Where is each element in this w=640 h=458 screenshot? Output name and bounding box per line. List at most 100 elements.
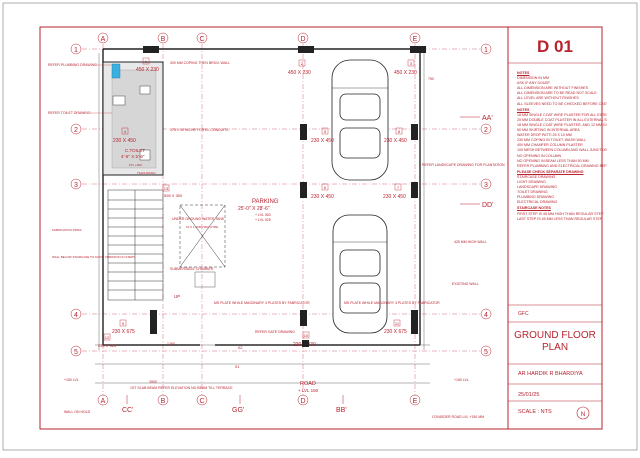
note-landscape: REFER LANDSCAPE DRAWING FOR PLANTATION <box>422 163 505 167</box>
drawing-date: 25/01/25 <box>518 392 540 398</box>
notes-panel: NOTES DIMENSION IN MM ASK IF ANY DOUBT A… <box>517 70 607 222</box>
structural-columns <box>143 46 426 347</box>
toilet-ftl: FTL +300 <box>129 163 142 167</box>
note-line: 400 MM CHAMFER COLUMN PLASTER <box>517 143 583 148</box>
grid-col-label: A <box>101 36 106 43</box>
column-tag-num: 11 <box>395 321 400 326</box>
column-tag-size: 230 X 675 <box>384 329 407 335</box>
architect-name: AR HARDIK R BHARDIYA <box>518 371 583 377</box>
grid-col-label: E <box>413 398 418 405</box>
dim-750: 750 <box>428 77 434 81</box>
note-line: 18 MM SINGLE COAT WIRE PLASTER, AND 12 M… <box>517 122 607 127</box>
staircase[interactable] <box>107 189 164 301</box>
column-tag-num: 7 <box>397 185 400 190</box>
column-tag-size: 230 X 450 <box>383 194 406 200</box>
note-ms-plate-left: MS PLATE WHILE MASONARY 3 PLATES BY FABR… <box>214 301 310 305</box>
dim-1290: 1290 <box>167 342 175 346</box>
note-line: LAST STEP IS 45 MM LESS THAN REGULAR STE… <box>517 216 603 221</box>
note-line: DIMENSION IN MM <box>517 76 549 81</box>
notes-heading: STAIRCASE NOTES <box>517 206 551 211</box>
note-refer-plumbing: REFER PLUMBING DRAWING <box>48 63 97 67</box>
column-tag-size: 230 X 450 <box>113 138 136 144</box>
column-tag-num: 3 <box>410 61 413 66</box>
column-tag-size: 230 X 675 <box>112 329 135 335</box>
section-marker-bb: BB' <box>336 407 347 414</box>
column-tag-size: 450 X 230 <box>136 67 159 73</box>
note-refer-toilet: REFER TOILET DRAWING <box>48 111 91 115</box>
note-line: ALL LEVEL ARE WITHOUT FINISHES <box>517 96 579 101</box>
note-ms-plate-mid: MS PLATE WHILE MASONARY 3 PLATES BY FABR… <box>344 301 440 305</box>
grid-row-label: 4 <box>74 312 78 319</box>
stair-up-label: UP <box>174 294 180 299</box>
column-tag-size: 595 X 300 <box>164 193 183 198</box>
submersible-label: SUBMERSIBLE CHAMBER <box>170 267 214 271</box>
grid-row-label: 2 <box>484 127 488 134</box>
column-tag-num: 12 <box>105 335 110 340</box>
note-line: 25 MM DOUBLE COAT PLASTER IN ALL EXTERNA… <box>517 117 607 122</box>
underground-water-tank <box>179 204 226 268</box>
note-line: NO OPENING IN COLUMN <box>517 153 562 158</box>
grid-row-bubbles-left: 1 2 3 4 5 <box>70 43 82 357</box>
note-lvl-left: +150 LVL <box>64 378 79 382</box>
grid-row-label: 1 <box>484 47 488 54</box>
note-fabrication: FABRICATION PIPES <box>52 228 81 232</box>
note-line: TOILET DRAWING <box>517 190 548 195</box>
wc-fixture <box>112 95 126 106</box>
washbasin-fixture <box>139 85 151 95</box>
car-bottom <box>332 214 388 334</box>
note-line: ALL DIMENSION ARE WITHOUT FINISHES <box>517 86 589 91</box>
note-gate: REFER GATE DRAWING <box>255 330 295 334</box>
grid-col-label: D <box>300 36 305 43</box>
column-tag-size: 230 X 450 <box>384 138 407 144</box>
grid-col-label: B <box>161 398 166 405</box>
note-slab-ref: 1ST SLAB BEAM REFER ELEVATION NO BEAM TI… <box>130 386 233 390</box>
column-tag-num: 9 <box>122 321 125 326</box>
column-tag-num: 13 <box>164 186 169 191</box>
north-arrow-icon <box>576 406 590 420</box>
parking-name: PARKING <box>252 199 279 205</box>
column-tag-size: 230 X 450 <box>311 138 334 144</box>
grid-row-label: 3 <box>74 182 78 189</box>
dim-02: 02 <box>238 345 243 350</box>
car-top <box>331 59 389 181</box>
grid-row-label: 5 <box>484 349 488 356</box>
column-tag-num: 10 <box>304 333 309 338</box>
dim-01: 01 <box>235 364 240 369</box>
note-line: ASK IF ANY DOUBT <box>517 81 551 86</box>
tiles-drain: TILES DRAIN <box>137 171 156 175</box>
parking-size: 25'-0" X 28'-6" <box>238 206 270 212</box>
grid-row-label: 3 <box>484 182 488 189</box>
notes-heading: NOTES <box>517 107 530 112</box>
column-tag-size: 230 X 325 <box>98 343 117 348</box>
note-line: 18 MM SINGLE COAT WIRE PLASTER FOR ALL E… <box>517 112 607 117</box>
column-tag-num: 2 <box>301 61 304 66</box>
column-tag-num: 1 <box>145 59 148 64</box>
note-line: FIRST STEP IS 45 MM HIGH THAN REGULAR ST… <box>517 211 604 216</box>
road-label: ROAD <box>300 381 316 387</box>
column-tag-num: 8 <box>398 129 401 134</box>
grid-row-label: 2 <box>74 127 78 134</box>
note-wall-below: WALL BELOW STAIRCASE TO AVOID VIBRATION … <box>52 255 135 259</box>
note-line: ALL SLEEVES NEED TO BE CHECKED BEFORE CA… <box>517 101 607 106</box>
toilet-name: C.TOILET <box>125 148 145 153</box>
grid-row-label: 5 <box>74 349 78 356</box>
annotations: REFER PLUMBING DRAWING REFER TOILET DRAW… <box>48 61 505 419</box>
notes-heading: NOTES <box>517 71 530 75</box>
note-line: NO OPENING IN BEAM LESS THAN 50 MM <box>517 158 589 163</box>
column-tag-size: 450 X 230 <box>394 70 417 76</box>
column-tag-num: 6 <box>324 185 327 190</box>
grid-col-label: C <box>199 398 204 405</box>
dim-3900: 3900 <box>149 380 157 384</box>
note-line: REFER PLUMBING AND ELECTRICAL DRAWING BE… <box>517 163 607 168</box>
notes-heading: PLEASE CHECK SEPARATE DRAWING <box>517 169 584 174</box>
grid-col-label: D <box>300 398 305 405</box>
note-line: 100 MESH BETWEEN COLUMN AND WALL JUNCTIO… <box>517 148 607 153</box>
column-tag-num: 5 <box>324 129 327 134</box>
note-line: ELECTRICAL DRAWING <box>517 200 558 205</box>
drawing-scale: SCALE : NTS <box>518 409 552 415</box>
title-block-frame <box>507 26 603 430</box>
parking-level-2: + LVL 325 <box>255 218 271 222</box>
submersible-chamber <box>194 271 216 288</box>
